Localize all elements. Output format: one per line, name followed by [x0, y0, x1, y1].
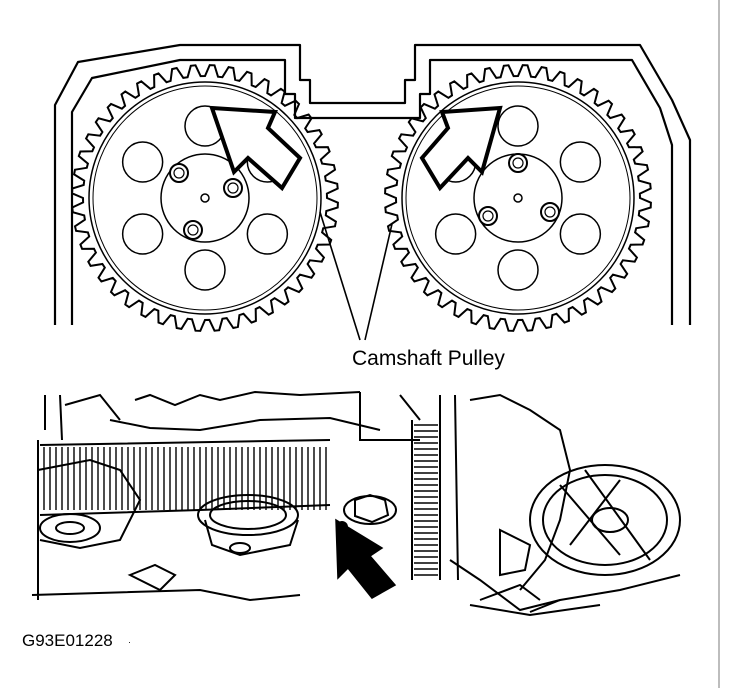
hub-bolt: [223, 178, 243, 198]
pulley-lightening-hole: [184, 249, 226, 291]
pulley-teeth: [71, 64, 339, 332]
pulley-lightening-hole: [497, 249, 539, 291]
figure-code: G93E01228: [22, 631, 113, 650]
solid-arrow-icon: [335, 518, 397, 599]
pulley-lightening-hole: [559, 213, 602, 255]
hollow-arrow-icon: [419, 105, 503, 192]
pulley-lightening-hole: [246, 213, 289, 255]
pulley-rim: [88, 81, 322, 315]
pulley-inner-rim: [92, 85, 318, 311]
hub-bolt: [478, 206, 498, 226]
right-camshaft-pulley: [384, 64, 652, 332]
pulley-lightening-hole: [434, 213, 477, 255]
hub-bolt-inner: [482, 210, 494, 222]
figure-code-tick: ·: [128, 637, 131, 647]
hub-bolt-inner: [512, 157, 524, 169]
hub-bolt: [169, 163, 189, 183]
pulley-hub: [160, 153, 250, 243]
hub-bolt-inner: [227, 182, 239, 194]
left-camshaft-pulley: [71, 64, 339, 332]
timing-cover-outline: [53, 43, 692, 325]
hub-bolt-inner: [187, 224, 199, 236]
pulley-rim: [401, 81, 635, 315]
pulley-lightening-hole: [559, 141, 602, 183]
hub-bolt-inner: [173, 167, 185, 179]
page-edge-rule: [718, 0, 720, 688]
hub-bolt-inner: [544, 206, 556, 218]
camshaft-pulley-label: Camshaft Pulley: [352, 347, 505, 370]
engine-detail-view: [31, 390, 681, 617]
pulley-center: [513, 193, 523, 203]
hub-bolt: [540, 202, 560, 222]
pulley-lightening-hole: [121, 141, 164, 183]
callout-leader-lines: [319, 211, 393, 341]
hollow-arrow-icon: [209, 105, 303, 192]
pulley-lightening-hole: [497, 105, 539, 147]
hub-bolt: [508, 153, 528, 173]
timing-belt-teeth: [43, 424, 438, 576]
pulley-teeth: [384, 64, 652, 332]
pulley-center: [200, 193, 210, 203]
pulley-inner-rim: [405, 85, 631, 311]
hub-bolt: [183, 220, 203, 240]
pulley-lightening-hole: [121, 213, 164, 255]
timing-mark-icon: [336, 521, 348, 533]
